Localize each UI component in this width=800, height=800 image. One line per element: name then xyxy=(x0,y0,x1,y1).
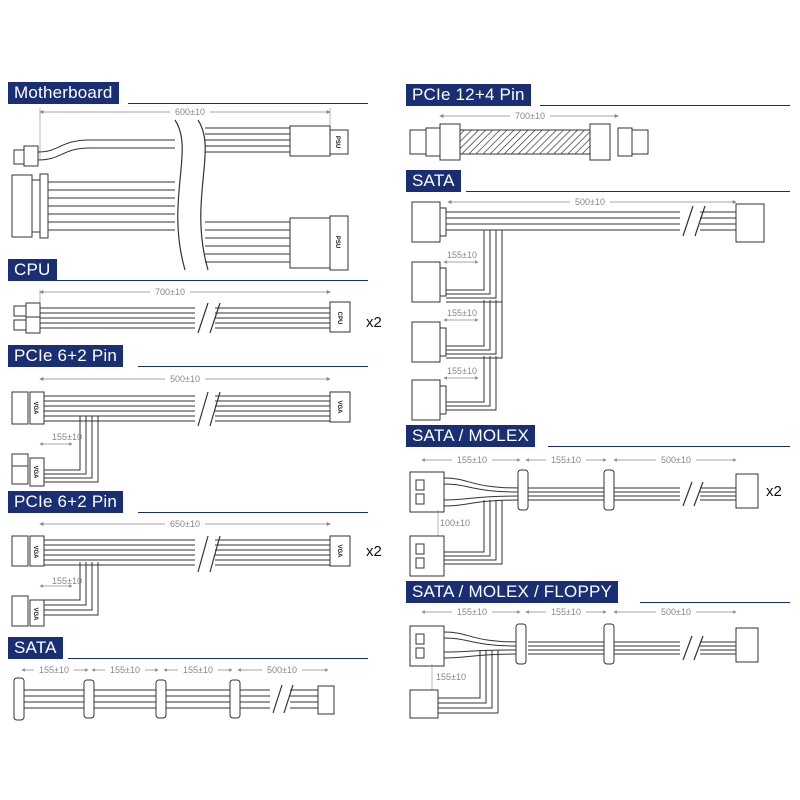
dim-pcie-a: 500±10 xyxy=(170,374,200,384)
title-pcie-6-2-b: PCIe 6+2 Pin xyxy=(8,491,124,513)
connector-label-vga: VGA xyxy=(32,401,38,415)
dim-sata-right: 500±10 xyxy=(575,197,605,207)
connector-label-cpu: CPU xyxy=(336,312,342,325)
connector-label-vga: VGA xyxy=(336,400,342,414)
dim-sata-molex-3: 500±10 xyxy=(661,455,691,465)
dim-smf-3: 500±10 xyxy=(661,607,691,617)
title-pcie-12-4: PCIe 12+4 Pin xyxy=(406,84,531,106)
dim-pcie-b: 650±10 xyxy=(170,519,200,529)
connector-label-psu: PSU xyxy=(334,236,340,248)
title-rule xyxy=(640,602,790,603)
dim-pcie-b-branch: 155±10 xyxy=(52,576,82,586)
connector-label-psu: PSU xyxy=(334,136,340,148)
pcie-6-2-cable-b xyxy=(11,522,351,627)
title-rule xyxy=(540,105,790,106)
sata-molex-floppy-cable xyxy=(409,610,759,719)
connector-label-vga: VGA xyxy=(336,544,342,558)
title-pcie-6-2-a: PCIe 6+2 Pin xyxy=(8,345,124,367)
title-rule xyxy=(138,512,368,513)
connector-label-vga: VGA xyxy=(32,607,38,621)
quantity-cpu: x2 xyxy=(366,314,382,331)
dim-sata-left-3: 155±10 xyxy=(183,665,213,675)
title-rule xyxy=(56,280,368,281)
dim-sata-molex-branch: 100±10 xyxy=(440,518,470,528)
dim-pcie-a-branch: 155±10 xyxy=(52,432,82,442)
pcie-12-4-cable xyxy=(409,114,649,161)
dim-sata-right-branch-1: 155±10 xyxy=(447,250,477,260)
title-cpu: CPU xyxy=(8,259,57,281)
dim-smf-branch: 155±10 xyxy=(436,672,466,682)
dim-smf-2: 155±10 xyxy=(551,607,581,617)
title-rule xyxy=(68,658,368,659)
title-rule xyxy=(466,191,790,192)
sata-cable-left xyxy=(13,668,335,721)
title-motherboard: Motherboard xyxy=(8,82,119,104)
title-sata-molex: SATA / MOLEX xyxy=(406,425,536,447)
title-sata-left: SATA xyxy=(8,637,63,659)
dim-sata-left-1: 155±10 xyxy=(39,665,69,675)
connector-label-vga: VGA xyxy=(32,465,38,479)
quantity-sata-molex: x2 xyxy=(766,483,782,500)
title-rule xyxy=(128,103,368,104)
title-rule xyxy=(548,446,790,447)
dim-pcie-12-4: 700±10 xyxy=(515,111,545,121)
title-sata-right: SATA xyxy=(406,170,461,192)
dim-sata-molex-1: 155±10 xyxy=(457,455,487,465)
sata-cable-right xyxy=(411,200,765,421)
dim-cpu: 700±10 xyxy=(155,287,185,297)
dim-sata-left-2: 155±10 xyxy=(110,665,140,675)
dim-sata-right-branch-3: 155±10 xyxy=(447,366,477,376)
title-sata-molex-floppy: SATA / MOLEX / FLOPPY xyxy=(406,581,619,603)
dim-motherboard: 600±10 xyxy=(175,107,205,117)
connector-label-vga: VGA xyxy=(32,545,38,559)
motherboard-cable xyxy=(11,108,349,271)
dim-sata-left-4: 500±10 xyxy=(267,665,297,675)
quantity-pcie: x2 xyxy=(366,543,382,560)
dim-sata-molex-2: 155±10 xyxy=(551,455,581,465)
dim-sata-right-branch-2: 155±10 xyxy=(447,308,477,318)
dim-smf-1: 155±10 xyxy=(457,607,487,617)
title-rule xyxy=(138,366,368,367)
